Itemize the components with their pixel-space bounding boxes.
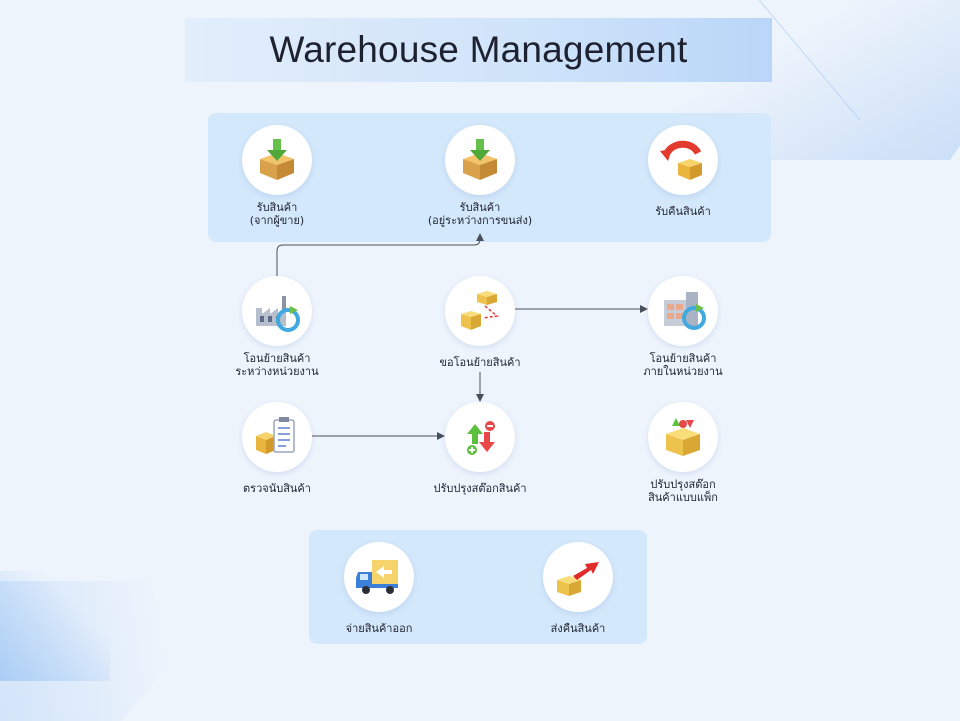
return-shipment-icon [543,542,613,612]
clipboard-count-icon [242,402,312,472]
flow-connectors [276,233,648,440]
node-label: ส่งคืนสินค้า [550,622,606,635]
delivery-truck-icon [344,542,414,612]
adjust-stock-node[interactable]: ปรับปรุงสต๊อกสินค้า [395,402,565,495]
request-transfer-node[interactable]: ขอโอนย้ายสินค้า [395,276,565,369]
receive-return-node[interactable]: รับคืนสินค้า [598,125,768,218]
receive-in-transit-node[interactable]: รับสินค้า(อยู่ระหว่างการขนส่ง) [395,125,565,227]
send-return-node[interactable]: ส่งคืนสินค้า [493,542,663,635]
receive-box-icon [242,125,312,195]
receive-from-vendor-node[interactable]: รับสินค้า(จากผู้ขาย) [192,125,362,227]
node-label: ปรับปรุงสต๊อกสินค้าแบบแพ็ก [648,478,718,504]
pack-box-icon [648,402,718,472]
return-box-icon [648,125,718,195]
transfer-between-units-node[interactable]: โอนย้ายสินค้าระหว่างหน่วยงาน [192,276,362,378]
adjust-pack-stock-node[interactable]: ปรับปรุงสต๊อกสินค้าแบบแพ็ก [598,402,768,504]
node-label: รับคืนสินค้า [655,205,711,218]
issue-goods-node[interactable]: จ่ายสินค้าออก [294,542,464,635]
node-label: โอนย้ายสินค้าภายในหน่วยงาน [643,352,723,378]
node-label: โอนย้ายสินค้าระหว่างหน่วยงาน [235,352,319,378]
warehouse-transfer-icon [242,276,312,346]
node-label: รับสินค้า(จากผู้ขาย) [249,201,305,227]
node-label: ตรวจนับสินค้า [243,482,311,495]
node-label: รับสินค้า(อยู่ระหว่างการขนส่ง) [427,201,533,227]
plus-minus-arrows-icon [445,402,515,472]
page-title: Warehouse Management [269,29,688,70]
node-label: จ่ายสินค้าออก [345,622,413,635]
node-label: ขอโอนย้ายสินค้า [439,356,521,369]
arrow-transfer-to-transit [276,233,484,276]
transfer-internal-node[interactable]: โอนย้ายสินค้าภายในหน่วยงาน [598,276,768,378]
transfer-boxes-icon [445,276,515,346]
title-banner: Warehouse Management [185,18,772,82]
internal-transfer-icon [648,276,718,346]
receive-box-icon [445,125,515,195]
node-label: ปรับปรุงสต๊อกสินค้า [433,482,527,495]
stock-count-node[interactable]: ตรวจนับสินค้า [192,402,362,495]
